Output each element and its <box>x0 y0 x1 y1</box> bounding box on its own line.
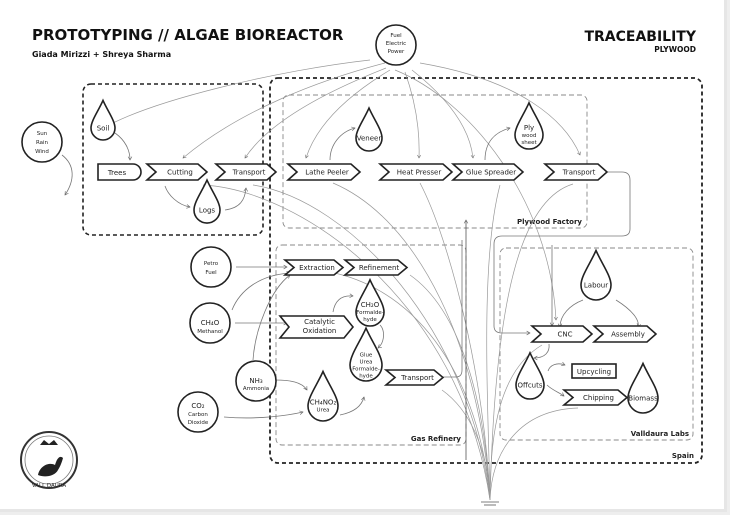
svg-text:Carbon: Carbon <box>188 412 208 418</box>
authors: Giada Mirizzi + Shreya Sharma <box>32 50 171 59</box>
process-cutting: Cutting <box>144 163 209 181</box>
svg-text:Lathe Peeler: Lathe Peeler <box>305 169 349 177</box>
zone-valldaura-labs <box>499 247 694 441</box>
zone-plywood-factory <box>282 94 588 229</box>
svg-text:Dioxide: Dioxide <box>188 420 209 426</box>
valldaura-logo: VALL DAURA <box>20 431 78 489</box>
svg-text:hyde: hyde <box>359 374 373 380</box>
material-offcuts: Offcuts <box>515 350 545 400</box>
svg-text:Ply: Ply <box>524 124 534 132</box>
svg-text:Petro: Petro <box>204 261 219 267</box>
process-assembly: Assembly <box>591 325 658 343</box>
svg-text:Heat Presser: Heat Presser <box>397 169 442 177</box>
process-heat-presser: Heat Presser <box>377 163 454 181</box>
source-sun-rain-wind: Sun Rain Wind <box>21 121 63 163</box>
process-trees: Trees <box>97 163 142 181</box>
svg-text:Veneer: Veneer <box>357 135 382 143</box>
svg-text:Catalytic: Catalytic <box>304 318 335 326</box>
flow-lines <box>99 59 581 506</box>
source-fuel-electric-power: Fuel Electric Power <box>375 24 417 66</box>
svg-text:Rain: Rain <box>36 140 49 146</box>
svg-text:Soil: Soil <box>97 125 110 133</box>
material-logs: Logs <box>193 178 221 224</box>
svg-text:Offcuts: Offcuts <box>517 382 542 390</box>
svg-text:VALL DAURA: VALL DAURA <box>32 483 67 489</box>
section-title: TRACEABILITY <box>584 29 696 45</box>
svg-text:Methanol: Methanol <box>197 329 223 335</box>
zone-valldaura-labs-label: Valldaura Labs <box>631 430 689 438</box>
svg-text:Urea: Urea <box>360 360 373 366</box>
svg-text:Power: Power <box>388 49 405 55</box>
svg-text:CH₄O: CH₄O <box>201 319 220 327</box>
svg-text:Electric: Electric <box>386 41 406 47</box>
svg-text:Formalde-: Formalde- <box>356 310 384 316</box>
svg-text:Ammonia: Ammonia <box>243 386 269 392</box>
section-subtitle: PLYWOOD <box>654 45 696 54</box>
svg-text:Transport: Transport <box>232 169 266 177</box>
svg-text:CH₄NO₂: CH₄NO₂ <box>310 399 337 407</box>
material-veneer: Veneer <box>355 106 383 152</box>
svg-text:Trees: Trees <box>107 169 127 177</box>
svg-text:Glue: Glue <box>360 353 373 359</box>
process-transport-refinery: Transport <box>383 369 445 386</box>
svg-text:Wind: Wind <box>35 149 49 155</box>
source-petro-fuel: Petro Fuel <box>190 246 232 288</box>
svg-text:Assembly: Assembly <box>611 331 645 339</box>
svg-text:Sun: Sun <box>37 131 48 137</box>
process-cnc: CNC <box>529 325 594 343</box>
svg-text:Refinement: Refinement <box>359 264 400 272</box>
svg-text:CNC: CNC <box>557 331 572 339</box>
process-extraction: Extraction <box>282 259 345 276</box>
arrows <box>61 126 641 419</box>
svg-text:sheet: sheet <box>521 140 537 146</box>
svg-text:hyde: hyde <box>363 317 377 323</box>
process-transport-forest: Transport <box>213 163 278 181</box>
zone-gas-refinery-label: Gas Refinery <box>411 435 462 443</box>
zone-spain <box>269 77 703 464</box>
svg-text:Cutting: Cutting <box>167 169 193 177</box>
svg-text:Extraction: Extraction <box>299 264 335 272</box>
svg-text:Fuel: Fuel <box>205 270 217 276</box>
process-chipping: Chipping <box>561 389 629 406</box>
process-lathe-peeler: Lathe Peeler <box>285 163 362 181</box>
process-glue-spreader: Glue Spreader <box>450 163 525 181</box>
svg-text:Logs: Logs <box>199 207 216 215</box>
material-biomass: Biomass <box>627 361 659 414</box>
svg-text:CH₂O: CH₂O <box>361 301 380 309</box>
svg-text:Formalde-: Formalde- <box>352 367 380 373</box>
zone-plywood-factory-label: Plywood Factory <box>517 218 582 226</box>
zone-forest <box>82 83 264 236</box>
svg-text:NH₃: NH₃ <box>249 377 263 385</box>
svg-text:Biomass: Biomass <box>628 395 658 403</box>
process-upcycling: Upcycling <box>571 363 617 379</box>
svg-text:Transport: Transport <box>400 374 434 382</box>
zone-spain-label: Spain <box>672 452 694 460</box>
svg-text:Chipping: Chipping <box>583 394 614 402</box>
svg-text:Transport: Transport <box>562 169 596 177</box>
source-ammonia: NH₃ Ammonia <box>235 360 277 402</box>
svg-text:Upcycling: Upcycling <box>577 368 611 376</box>
source-methanol: CH₄O Methanol <box>189 302 231 344</box>
process-transport-factory: Transport <box>542 163 609 181</box>
page-title: PROTOTYPING // ALGAE BIOREACTOR <box>32 26 344 44</box>
svg-text:Fuel: Fuel <box>390 33 402 39</box>
source-co2: CO₂ Carbon Dioxide <box>177 391 219 433</box>
material-soil: Soil <box>90 98 116 141</box>
svg-text:Urea: Urea <box>317 408 330 414</box>
svg-text:Labour: Labour <box>584 282 608 290</box>
svg-text:wood: wood <box>522 133 537 139</box>
process-refinement: Refinement <box>342 259 409 276</box>
material-labour: Labour <box>580 248 612 301</box>
svg-text:Oxidation: Oxidation <box>303 327 337 335</box>
svg-text:CO₂: CO₂ <box>191 402 204 410</box>
svg-text:Glue Spreader: Glue Spreader <box>466 169 516 177</box>
